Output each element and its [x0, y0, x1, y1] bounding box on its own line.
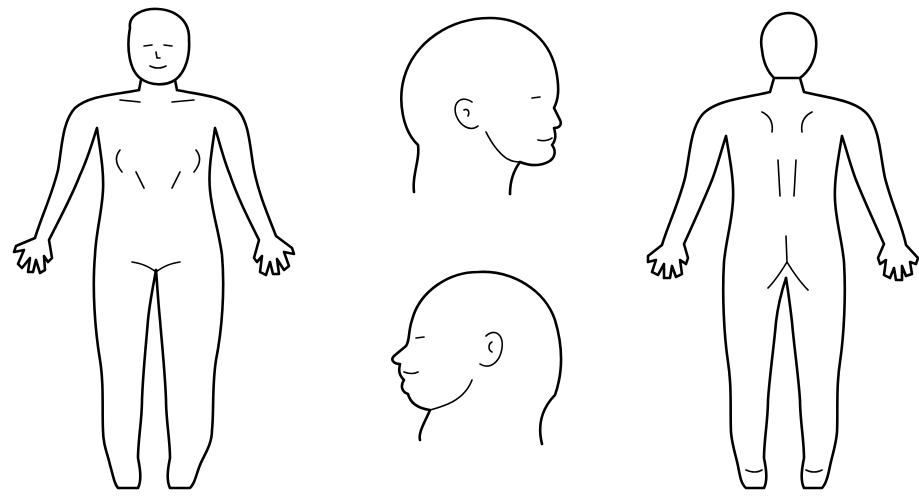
head-right-outline: [401, 18, 560, 194]
head-left-profile: [392, 272, 561, 444]
front-head-outline: [128, 9, 189, 84]
body-back-figure: [648, 13, 918, 488]
back-spine: [778, 160, 796, 196]
front-right-outline: [156, 90, 294, 488]
back-head-outline: [761, 13, 816, 78]
head-left-outline: [392, 272, 561, 444]
back-buttocks: [768, 236, 808, 290]
head-left-face: [404, 337, 472, 410]
front-chest-lines: [116, 150, 199, 188]
front-collarbones: [120, 100, 194, 102]
head-right-face: [486, 97, 552, 162]
body-front-figure: [14, 9, 294, 488]
front-left-outline: [14, 90, 156, 488]
head-right-profile: [401, 18, 560, 194]
back-right-outline: [786, 78, 918, 488]
head-right-ear: [455, 99, 478, 128]
front-face-features: [144, 45, 172, 68]
head-left-ear: [480, 332, 502, 366]
back-shoulder-blades: [762, 112, 812, 132]
back-left-outline: [648, 78, 786, 488]
back-heels: [746, 470, 822, 472]
